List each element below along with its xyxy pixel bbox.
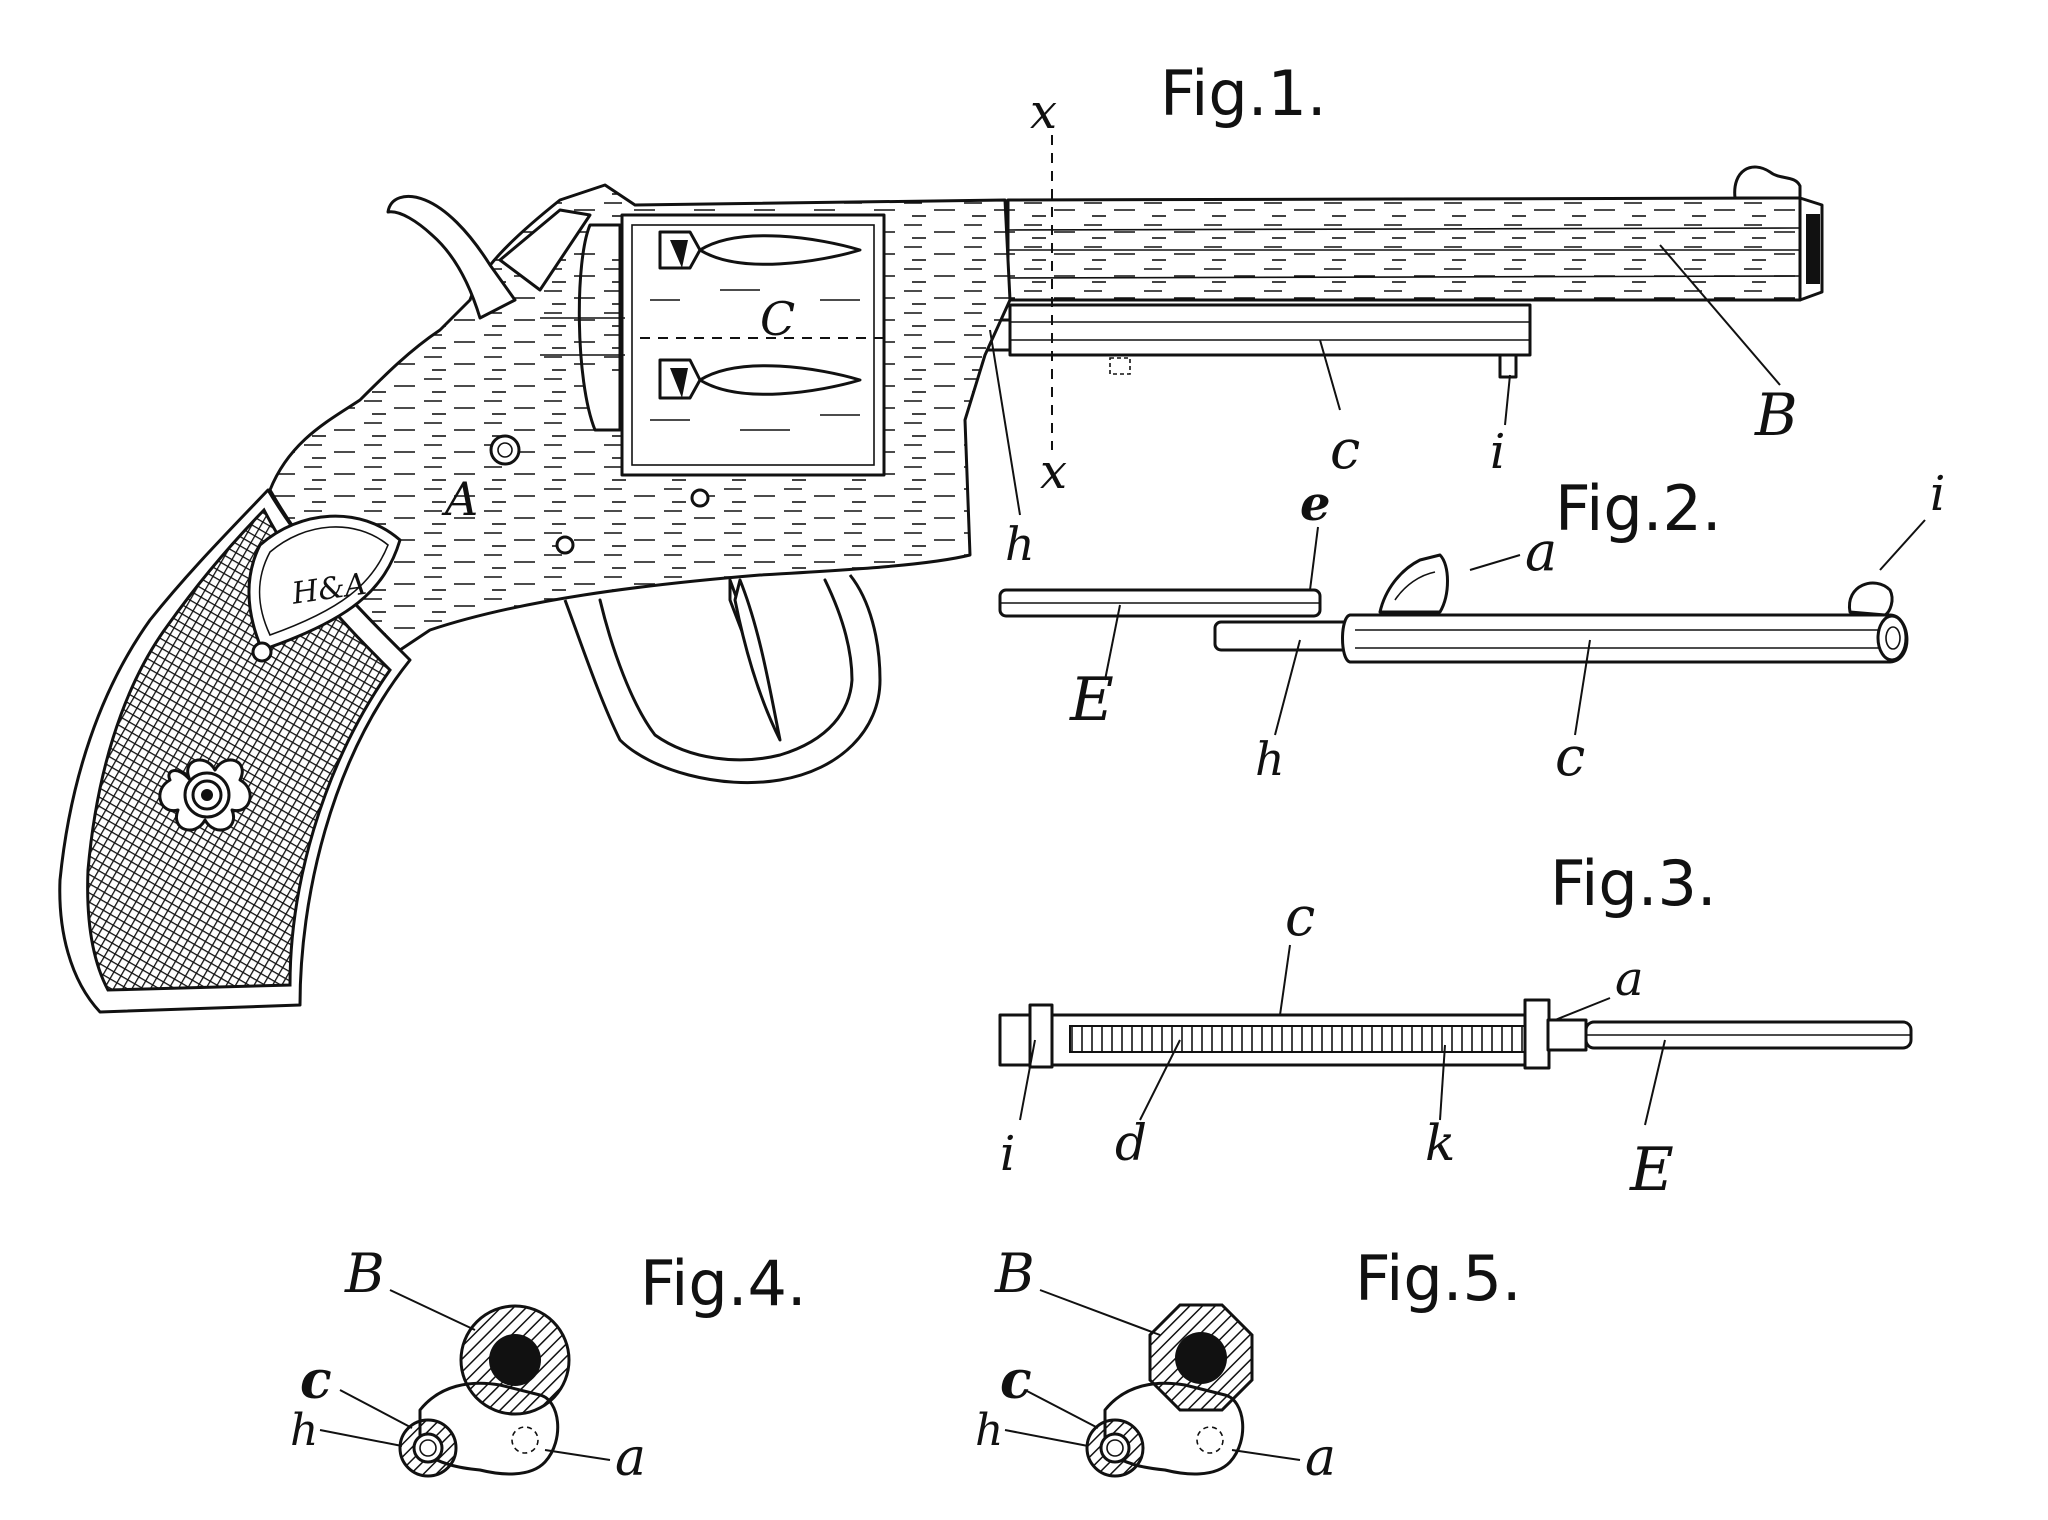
fig1-label-h: h bbox=[1005, 517, 1035, 571]
fig2-title: Fig.2. bbox=[1555, 472, 1722, 545]
fig3-label-k: k bbox=[1425, 1114, 1455, 1172]
fig1-title: Fig.1. bbox=[1160, 57, 1327, 130]
fig5-title: Fig.5. bbox=[1355, 1242, 1522, 1315]
fig5-label-B: B bbox=[994, 1242, 1035, 1305]
fig3-label-c: c bbox=[1285, 885, 1315, 948]
fig2-label-c: c bbox=[1555, 725, 1585, 788]
fig4-label-B: B bbox=[344, 1242, 385, 1305]
fig2-ejector: e a i E h c bbox=[998, 466, 1945, 788]
grip bbox=[58, 488, 412, 1014]
fig5-label-c: c bbox=[1000, 1350, 1032, 1411]
fig4-label-h: h bbox=[290, 1405, 318, 1456]
fig2-label-i: i bbox=[1930, 466, 1945, 522]
fig1-label-x-top: x bbox=[1030, 84, 1057, 140]
fig4-label-a: a bbox=[615, 1428, 646, 1488]
fig4-cross-section: B c h a bbox=[290, 1242, 646, 1488]
fig5-cross-section: B c h a bbox=[975, 1242, 1336, 1488]
fig2-label-e: e bbox=[1300, 476, 1331, 532]
fig1-label-x-bottom: x bbox=[1040, 444, 1067, 500]
fig1-label-i: i bbox=[1490, 424, 1505, 480]
fig1-label-C: C bbox=[760, 292, 795, 346]
fig3-title: Fig.3. bbox=[1550, 847, 1717, 920]
grip-screw bbox=[158, 758, 252, 832]
fig3-label-i: i bbox=[1000, 1126, 1015, 1182]
fig1-label-A: A bbox=[441, 472, 478, 526]
fig3-section: c a i d k E bbox=[998, 885, 1913, 1205]
fig4-title: Fig.4. bbox=[640, 1247, 807, 1320]
trigger-guard bbox=[563, 574, 882, 785]
fig3-label-d: d bbox=[1115, 1114, 1147, 1172]
hammer bbox=[386, 195, 517, 320]
fig2-label-E: E bbox=[1069, 665, 1114, 735]
fig1-label-B: B bbox=[1754, 381, 1798, 449]
fig2-label-a: a bbox=[1525, 520, 1557, 583]
fig3-label-a: a bbox=[1615, 951, 1644, 1007]
fig1-label-c: c bbox=[1330, 418, 1360, 481]
cylinder bbox=[540, 213, 890, 477]
fig1-revolver: x x A B C c h i H&A bbox=[58, 84, 1824, 1014]
fig5-label-a: a bbox=[1305, 1428, 1336, 1488]
barrel bbox=[1006, 165, 1824, 302]
fig2-label-h: h bbox=[1255, 732, 1285, 786]
fig4-label-c: c bbox=[300, 1350, 332, 1411]
fig3-label-E: E bbox=[1629, 1135, 1674, 1205]
fig5-label-h: h bbox=[975, 1405, 1003, 1456]
